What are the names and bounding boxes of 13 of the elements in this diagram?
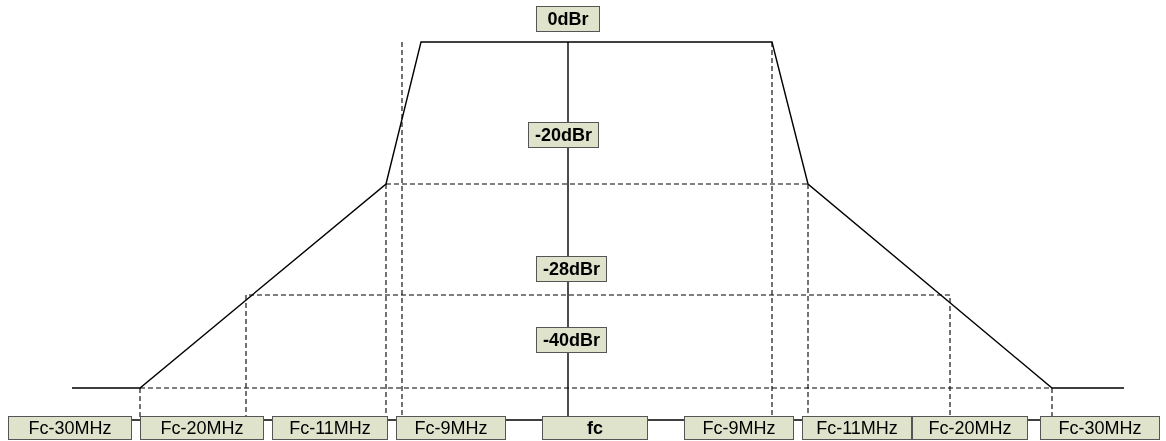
level-label: -28dBr [536,256,607,282]
frequency-label: Fc-30MHz [8,416,132,440]
frequency-label: Fc-11MHz [272,416,388,440]
frequency-label: Fc-9MHz [684,416,794,440]
frequency-label: Fc-20MHz [140,416,264,440]
level-label: -40dBr [536,327,607,353]
frequency-label: Fc-20MHz [912,416,1028,440]
frequency-label: Fc-9MHz [396,416,506,440]
level-label: -20dBr [528,122,599,148]
level-label: 0dBr [536,6,600,32]
frequency-label: Fc-30MHz [1040,416,1160,440]
frequency-label: fc [542,416,648,440]
frequency-label: Fc-11MHz [802,416,912,440]
